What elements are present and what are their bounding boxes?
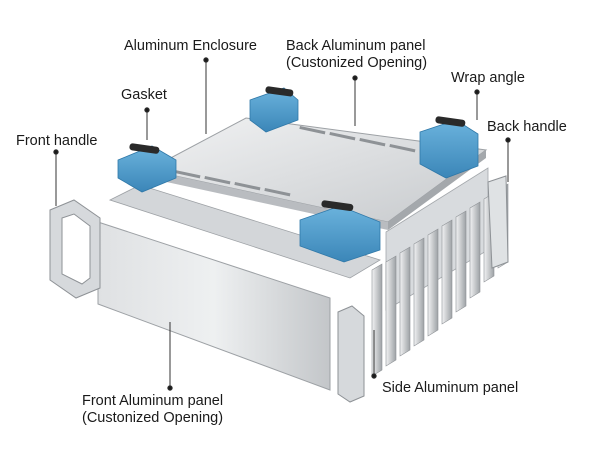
label-gasket: Gasket — [121, 87, 167, 104]
leader-lines — [53, 57, 511, 391]
label-front-panel-line1: Front Aluminum panel — [82, 393, 224, 409]
front-handle-right-shape — [337, 305, 365, 403]
label-front-handle: Front handle — [16, 133, 97, 150]
label-gasket-text: Gasket — [121, 87, 167, 103]
wrap-angle-brackets — [117, 87, 479, 263]
label-back-panel-line2: (Custonized Opening) — [286, 55, 428, 71]
label-side-panel-text: Side Aluminum panel — [382, 380, 519, 396]
label-front-panel-line2: (Custonized Opening) — [82, 410, 224, 426]
label-front-aluminum-panel: Front Aluminum panel (Custonized Opening… — [82, 393, 223, 427]
label-back-handle: Back handle — [487, 119, 567, 136]
label-aluminum-enclosure: Aluminum Enclosure — [124, 38, 257, 55]
label-back-panel-line1: Back Aluminum panel — [286, 38, 426, 54]
inner-frame-rail — [108, 184, 381, 279]
label-wrap-angle: Wrap angle — [451, 70, 525, 87]
label-back-aluminum-panel: Back Aluminum panel (Custonized Opening) — [286, 38, 427, 72]
vent-slots — [174, 126, 416, 197]
label-side-aluminum-panel: Side Aluminum panel — [382, 380, 518, 397]
gaskets — [129, 86, 466, 211]
back-handle-shape — [487, 175, 509, 269]
label-aluminum-enclosure-text: Aluminum Enclosure — [124, 38, 257, 54]
front-handle-shape — [49, 199, 101, 299]
label-wrap-angle-text: Wrap angle — [451, 70, 525, 86]
label-back-handle-text: Back handle — [487, 119, 567, 135]
label-front-handle-text: Front handle — [16, 133, 98, 149]
